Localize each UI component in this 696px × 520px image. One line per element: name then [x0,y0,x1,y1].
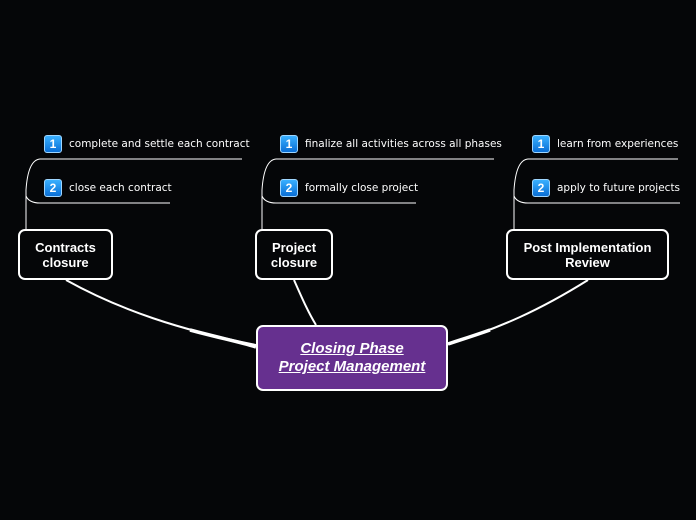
branch-title-line1: Project [271,239,317,255]
central-topic[interactable]: Closing Phase Project Management [256,325,448,391]
branch-post-implementation-review[interactable]: Post Implementation Review [506,229,669,280]
connector-review [447,279,589,345]
branch-project-closure[interactable]: Project closure [255,229,333,280]
branch-title-line2: closure [270,254,318,270]
number-1-icon: 1 [532,135,550,153]
subtopic-contracts-2[interactable]: 2 close each contract [44,178,172,198]
number-1-icon: 1 [280,135,298,153]
subtopic-contracts-1[interactable]: 1 complete and settle each contract [44,134,250,154]
subtopic-label: close each contract [69,182,172,194]
subtopic-label: apply to future projects [557,182,681,194]
number-1-icon: 1 [44,135,62,153]
central-topic-line1: Closing Phase [300,340,404,357]
subtopic-review-1[interactable]: 1 learn from experiences [532,134,678,154]
subtopic-label: learn from experiences [557,138,679,150]
connector-review-thick [447,328,491,346]
bracket-review [513,158,678,230]
number-2-icon: 2 [280,179,298,197]
branch-title-line2: Review [565,254,610,270]
subtopic-label: formally close project [305,182,419,194]
branch-title-line1: Contracts [35,239,96,255]
subtopic-project-1[interactable]: 1 finalize all activities across all pha… [280,134,502,154]
connector-project [293,279,317,326]
branch-title-line1: Post Implementation [523,239,652,255]
branch-title-line2: closure [42,254,89,270]
bracket-project [261,158,494,230]
subtopic-review-2[interactable]: 2 apply to future projects [532,178,680,198]
subtopic-label: complete and settle each contract [69,138,250,150]
number-2-icon: 2 [532,179,550,197]
subtopic-project-2[interactable]: 2 formally close project [280,178,418,198]
connector-contracts-thick [189,328,257,349]
branch-contracts-closure[interactable]: Contracts closure [18,229,113,280]
bracket-contracts [25,158,242,230]
number-2-icon: 2 [44,179,62,197]
central-topic-line2: Project Management [278,358,426,375]
connector-contracts [65,279,257,346]
subtopic-label: finalize all activities across all phase… [305,138,502,150]
